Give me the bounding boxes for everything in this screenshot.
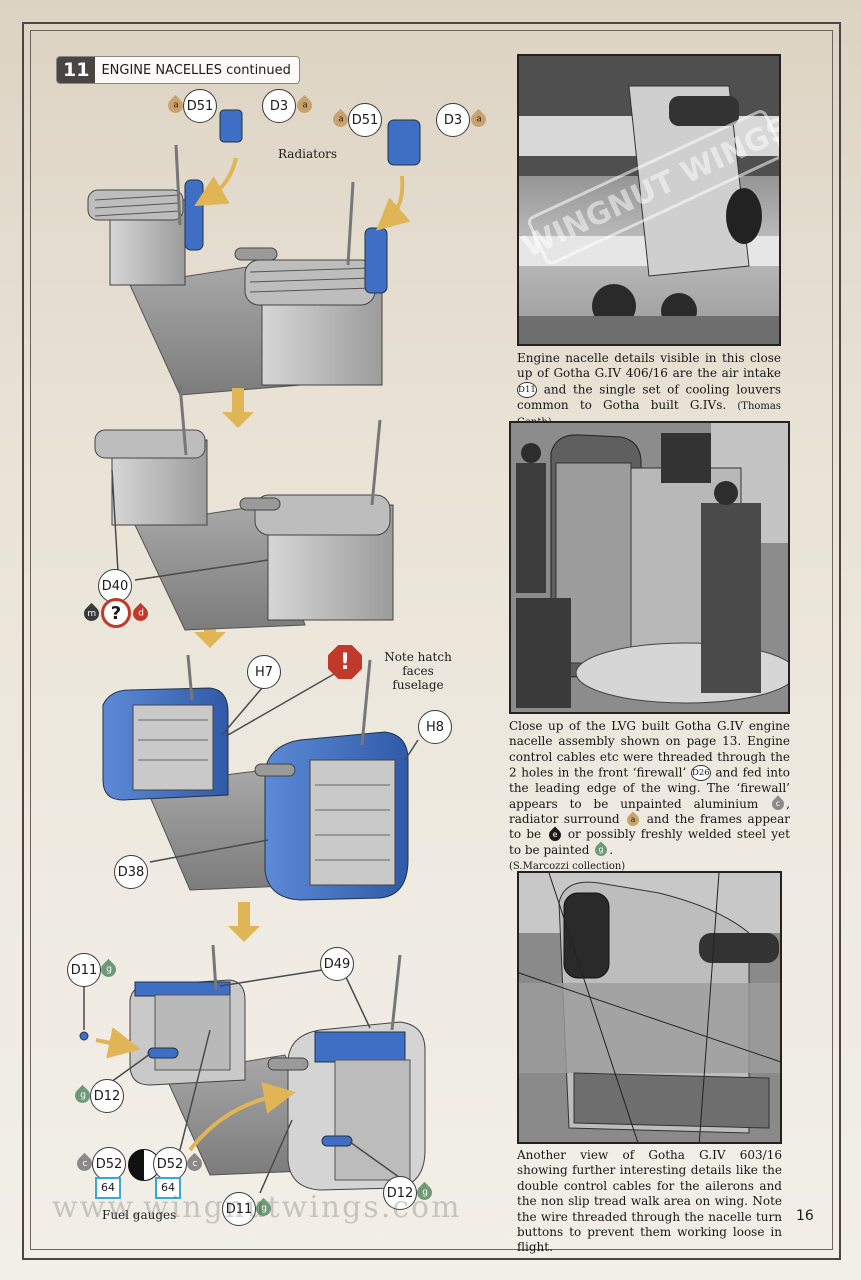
step-number: 11 xyxy=(57,57,96,83)
page-frame-outer xyxy=(22,22,841,1260)
callout-d12: D12 xyxy=(90,1079,124,1113)
paint-a-drop: a xyxy=(624,811,642,829)
callout-d51: D51 xyxy=(183,89,217,123)
question-symbol: ? xyxy=(101,598,131,628)
caption-ref-d26: D26 xyxy=(690,765,711,782)
step-title: ENGINE NACELLES continued xyxy=(101,62,291,78)
callout-d11: D11 xyxy=(67,953,101,987)
note-line-1: Note hatch faces xyxy=(384,650,452,678)
photo-2-drawing xyxy=(511,423,788,712)
caption-2-credit: (S.Marcozzi collection) xyxy=(509,861,626,873)
callout-d52: D52 xyxy=(153,1147,187,1181)
caption-2-text-c: , radiator surround xyxy=(509,796,790,827)
caption-photo-3: Another view of Gotha G.IV 603/16 showin… xyxy=(517,1148,782,1255)
stage-2-drawing xyxy=(94,384,394,631)
radiators-label: Radiators xyxy=(278,147,338,161)
callout-d3: D3 xyxy=(262,89,296,123)
callout-d12: D12 xyxy=(383,1176,417,1210)
page-number: 16 xyxy=(796,1208,814,1224)
callout-d52: D52 xyxy=(92,1147,126,1181)
caption-1-text-b: and the single set of cooling louvers co… xyxy=(517,382,781,412)
decal-64-box: 64 xyxy=(155,1177,181,1199)
callout-h7: H7 xyxy=(247,655,281,689)
callout-d11: D11 xyxy=(222,1192,256,1226)
caption-2-text-a: Close up of the LVG built Gotha G.IV eng… xyxy=(509,719,790,780)
callout-d3: D3 xyxy=(436,103,470,137)
callout-d49: D49 xyxy=(320,947,354,981)
website-watermark: www.wingnutwings.com xyxy=(52,1190,462,1225)
caption-2-text-b: and fed into the leading edge of the win… xyxy=(509,765,790,811)
caption-2-text-e: or possibly freshly welded steel yet to … xyxy=(509,827,790,857)
decal-64-box: 64 xyxy=(95,1177,121,1199)
caption-2-text-f: . xyxy=(609,842,614,857)
assembly-illustrations xyxy=(79,109,426,1194)
photo-1-drawing: WINGNUT WINGS xyxy=(519,56,779,344)
caption-photo-2: Close up of the LVG built Gotha G.IV eng… xyxy=(509,719,790,875)
caption-1-text-a: Engine nacelle details visible in this c… xyxy=(517,351,781,381)
photo-gotha-603 xyxy=(517,871,782,1144)
stage-4-drawing xyxy=(79,944,426,1194)
caption-ref-d11: D11 xyxy=(517,381,537,398)
note-line-2: fuselage xyxy=(392,678,444,692)
fuel-gauges-label: Fuel gauges xyxy=(102,1208,177,1222)
step-header: 11 ENGINE NACELLES continued xyxy=(56,56,300,84)
note-hatch-label: Note hatch faces fuselage xyxy=(368,650,468,692)
warning-icon: ! xyxy=(328,645,362,679)
caption-2-text-d: and the frames appear to be xyxy=(509,812,790,842)
photo-lvg-gotha xyxy=(509,421,790,714)
callout-h8: H8 xyxy=(418,710,452,744)
callout-d38: D38 xyxy=(114,855,148,889)
paint-e-drop: e xyxy=(546,826,563,844)
caption-photo-1: Engine nacelle details visible in this c… xyxy=(517,351,781,431)
stage-1-drawing xyxy=(87,109,421,396)
photo-gotha-406: WINGNUT WINGS xyxy=(517,54,781,346)
paint-g-drop: g xyxy=(592,841,610,859)
photo-3-drawing xyxy=(519,873,780,1142)
stage-3-drawing xyxy=(102,654,419,901)
callout-d51: D51 xyxy=(348,103,382,137)
page-frame-inner xyxy=(30,30,833,1250)
paint-c-drop: c xyxy=(769,795,787,813)
